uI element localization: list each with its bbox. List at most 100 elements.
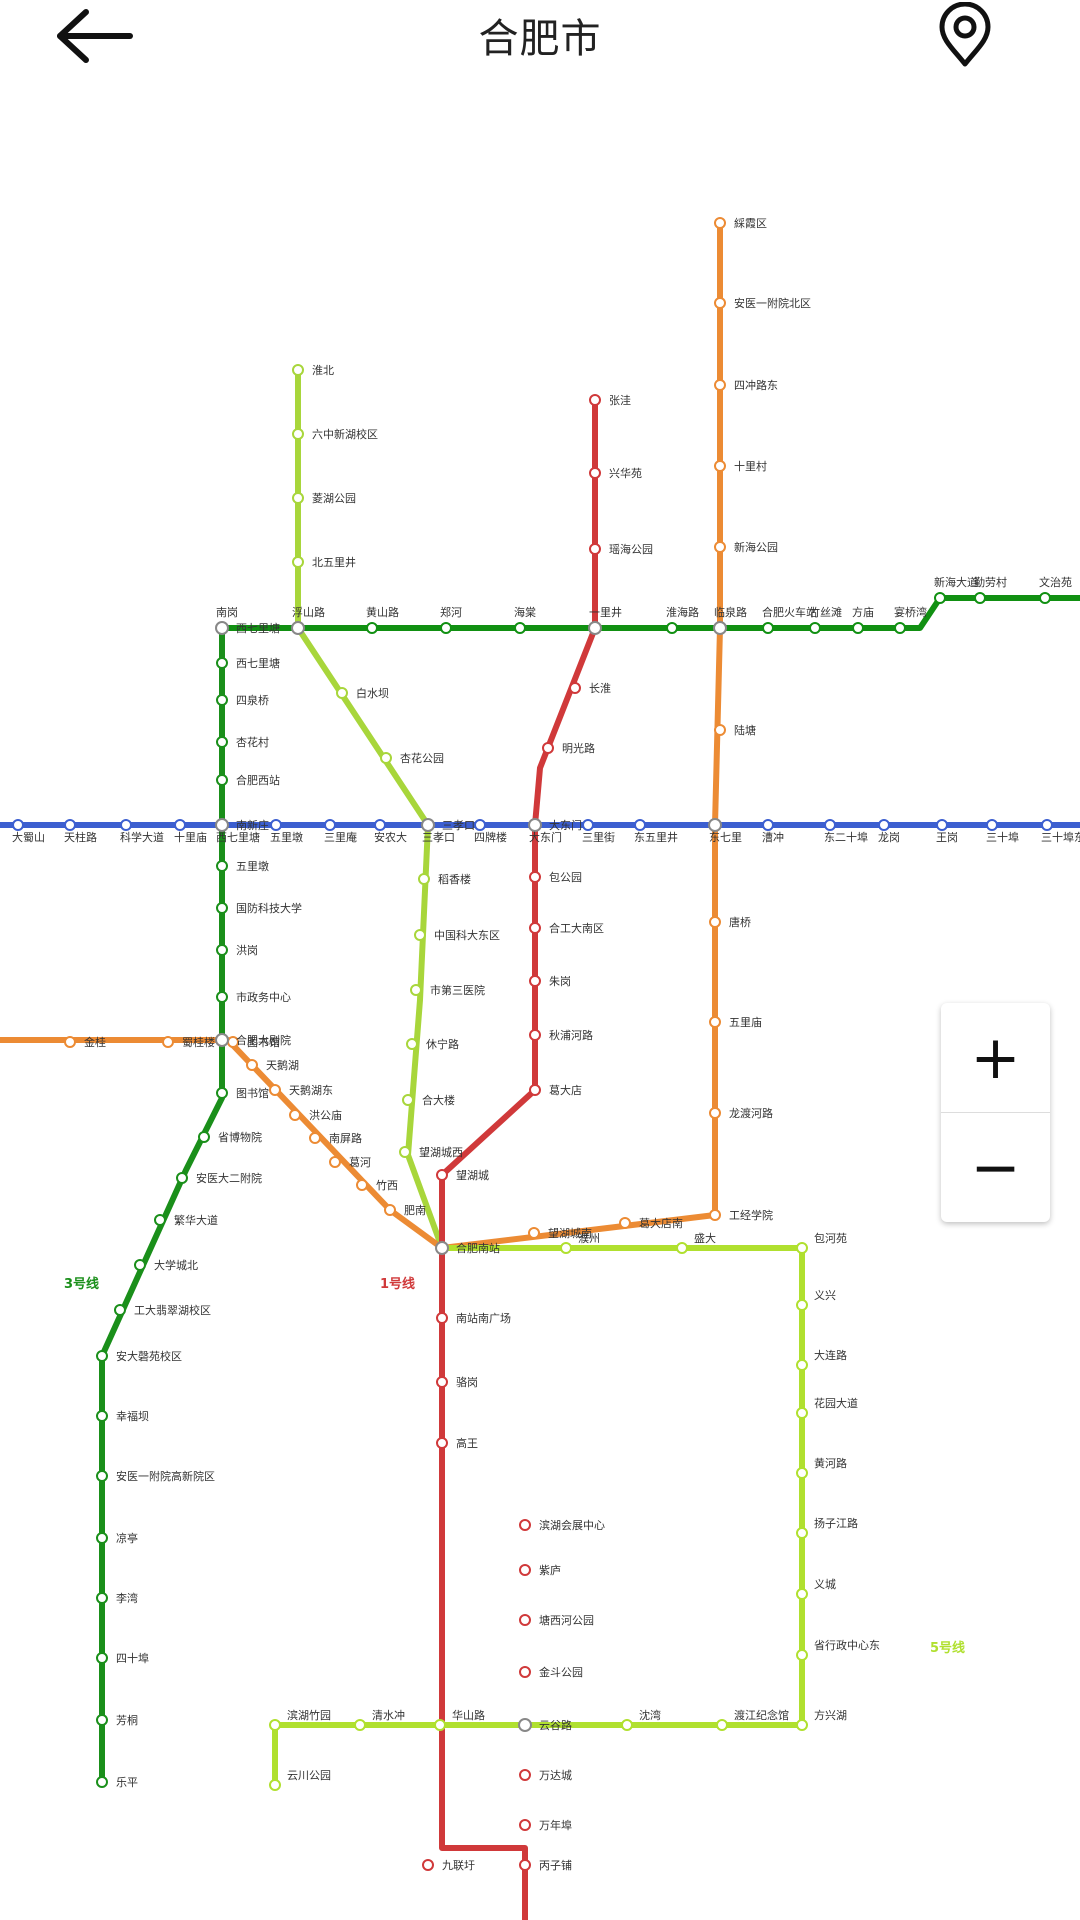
station-orange-20[interactable] [162,1036,174,1048]
station-line3-6[interactable] [216,860,228,872]
station-line3-14[interactable] [154,1214,166,1226]
station-line3-1[interactable] [216,657,228,669]
station-line1-14[interactable] [436,1376,448,1388]
station-line1-11[interactable] [436,1169,448,1181]
station-line1-18[interactable] [519,1614,531,1626]
transfer-station-8[interactable] [215,1033,229,1047]
zoom-in-button[interactable]: + [941,1003,1050,1112]
station-line1-4[interactable] [542,742,554,754]
station-line4-11[interactable] [402,1094,414,1106]
station-line5-6[interactable] [796,1467,808,1479]
station-line3-20[interactable] [96,1532,108,1544]
station-line5-1[interactable] [676,1242,688,1254]
station-line3-3[interactable] [216,736,228,748]
station-line2-9[interactable] [809,622,821,634]
station-orange-0[interactable] [714,217,726,229]
station-line5-8[interactable] [796,1588,808,1600]
station-line3-18[interactable] [96,1410,108,1422]
station-line2-3[interactable] [440,622,452,634]
station-line3-2[interactable] [216,694,228,706]
station-orange-4[interactable] [714,541,726,553]
station-line1-0[interactable] [589,394,601,406]
station-line1-17[interactable] [519,1564,531,1576]
station-line3-13[interactable] [176,1172,188,1184]
station-line1-6[interactable] [529,871,541,883]
back-button[interactable] [52,6,142,66]
station-orange-11[interactable] [528,1227,540,1239]
station-line1-16[interactable] [519,1519,531,1531]
station-orange-6[interactable] [709,916,721,928]
station-orange-16[interactable] [289,1109,301,1121]
station-line6-19[interactable] [1041,819,1053,831]
station-line4-5[interactable] [380,752,392,764]
zoom-out-button[interactable]: − [941,1113,1050,1222]
station-line2-14[interactable] [1039,592,1051,604]
station-line6-9[interactable] [474,819,486,831]
station-orange-17[interactable] [269,1084,281,1096]
station-orange-2[interactable] [714,379,726,391]
station-line1-1[interactable] [589,467,601,479]
station-line4-10[interactable] [406,1038,418,1050]
station-line5-9[interactable] [796,1649,808,1661]
station-orange-8[interactable] [709,1107,721,1119]
station-line1-9[interactable] [529,1029,541,1041]
transfer-station-3[interactable] [713,621,727,635]
station-line4-8[interactable] [414,929,426,941]
station-line3-23[interactable] [96,1714,108,1726]
station-line3-24[interactable] [96,1776,108,1788]
station-line5-2[interactable] [796,1242,808,1254]
station-line5-10[interactable] [796,1719,808,1731]
station-line1-7[interactable] [529,922,541,934]
station-line3-15[interactable] [134,1259,146,1271]
metro-map[interactable]: 张洼兴华苑瑶海公园长淮明光路大东门包公园合工大南区朱岗秋浦河路葛大店望湖城合肥南… [0,80,1080,1920]
station-line2-6[interactable] [666,622,678,634]
station-orange-10[interactable] [619,1217,631,1229]
station-line4-0[interactable] [292,364,304,376]
station-line3-16[interactable] [114,1304,126,1316]
transfer-station-5[interactable] [421,818,435,832]
station-line3-21[interactable] [96,1592,108,1604]
station-line1-10[interactable] [529,1084,541,1096]
station-line4-3[interactable] [292,556,304,568]
station-line5-16[interactable] [269,1779,281,1791]
station-line1-24[interactable] [422,1859,434,1871]
station-line6-1[interactable] [64,819,76,831]
station-line3-8[interactable] [216,944,228,956]
station-line1-3[interactable] [569,682,581,694]
station-line6-2[interactable] [120,819,132,831]
station-line4-4[interactable] [336,687,348,699]
station-line1-15[interactable] [436,1437,448,1449]
station-line6-3[interactable] [174,819,186,831]
station-line6-5[interactable] [270,819,282,831]
station-line4-2[interactable] [292,492,304,504]
station-line5-15[interactable] [269,1719,281,1731]
station-line6-12[interactable] [634,819,646,831]
station-line6-7[interactable] [374,819,386,831]
station-line6-18[interactable] [986,819,998,831]
station-line3-22[interactable] [96,1652,108,1664]
station-orange-14[interactable] [329,1156,341,1168]
station-line1-22[interactable] [519,1819,531,1831]
station-orange-3[interactable] [714,460,726,472]
station-line3-17[interactable] [96,1350,108,1362]
station-line1-21[interactable] [519,1769,531,1781]
station-line2-10[interactable] [852,622,864,634]
station-line1-8[interactable] [529,975,541,987]
station-line5-12[interactable] [621,1719,633,1731]
station-line3-12[interactable] [198,1131,210,1143]
station-line3-11[interactable] [216,1087,228,1099]
station-line2-13[interactable] [974,592,986,604]
station-line1-23[interactable] [519,1859,531,1871]
station-line6-16[interactable] [878,819,890,831]
location-button[interactable] [930,1,1000,72]
station-line5-7[interactable] [796,1527,808,1539]
station-orange-18[interactable] [246,1059,258,1071]
station-line5-11[interactable] [716,1719,728,1731]
station-line6-0[interactable] [12,819,24,831]
station-orange-7[interactable] [709,1016,721,1028]
station-line6-11[interactable] [582,819,594,831]
transfer-station-10[interactable] [518,1718,532,1732]
transfer-station-7[interactable] [708,818,722,832]
station-line4-7[interactable] [418,873,430,885]
transfer-station-6[interactable] [528,818,542,832]
